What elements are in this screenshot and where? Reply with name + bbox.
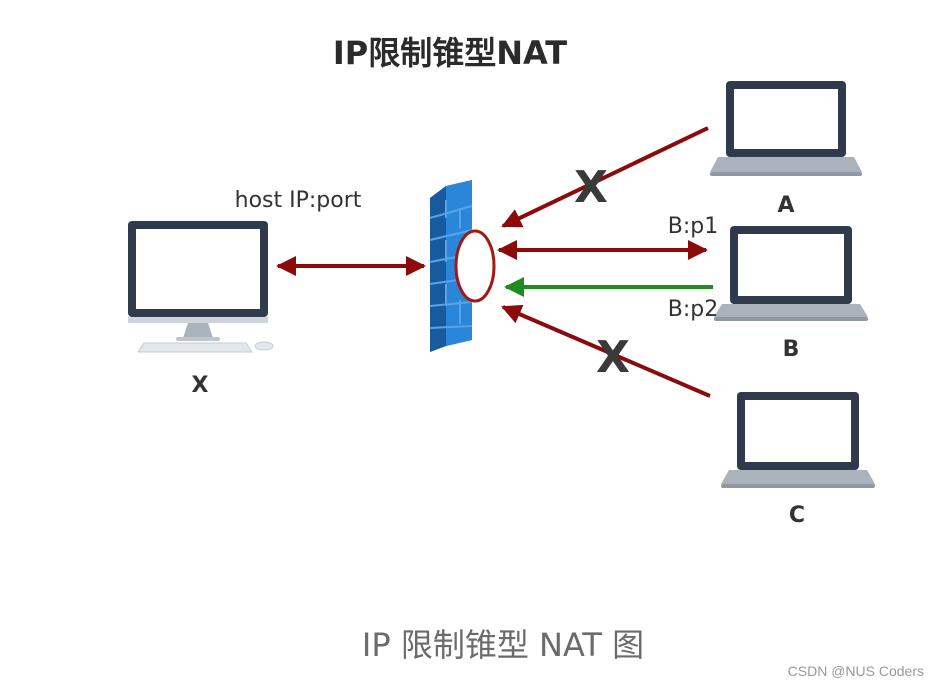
laptop-a-icon	[710, 81, 862, 176]
port-label-p1: B:p1	[668, 214, 718, 239]
desktop-computer-icon	[128, 221, 274, 353]
diagram-title: IP限制锥型NAT	[333, 34, 567, 72]
node-label-c: C	[789, 503, 805, 528]
host-label: host IP:port	[235, 188, 362, 213]
nat-port-ellipse	[454, 229, 496, 303]
blocked-mark-a: X	[574, 162, 608, 213]
watermark: CSDN @NUS Coders	[788, 663, 924, 679]
node-label-b: B	[783, 337, 800, 362]
laptop-c-icon	[721, 392, 875, 488]
link-arrow-c-nat	[501, 304, 711, 398]
port-label-p2: B:p2	[668, 297, 718, 322]
link-arrow-a-nat	[501, 126, 709, 228]
node-label-x: X	[192, 373, 209, 398]
node-label-a: A	[777, 193, 794, 218]
laptop-b-icon	[714, 226, 868, 321]
blocked-mark-c: X	[596, 332, 630, 383]
figure-caption: IP 限制锥型 NAT 图	[362, 626, 644, 664]
